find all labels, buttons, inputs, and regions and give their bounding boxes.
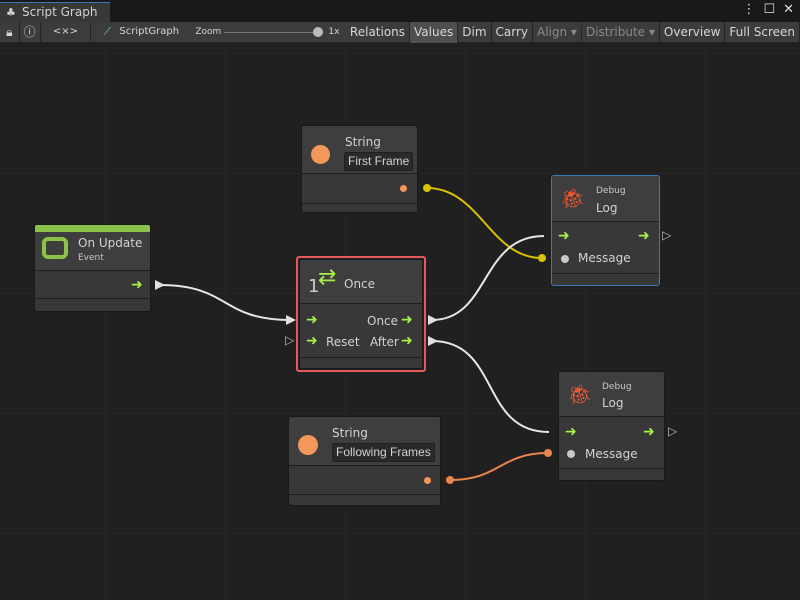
flow-output-port[interactable]: ▷: [668, 424, 678, 438]
once-icon-number: 1: [308, 276, 320, 297]
zoom-slider[interactable]: [224, 32, 320, 33]
string-value-input[interactable]: First Frame: [344, 152, 414, 171]
message-port-dot[interactable]: [561, 255, 569, 263]
bug-icon: 🐞︎: [567, 382, 593, 406]
hierarchy-icon: ♣: [6, 6, 16, 19]
flow-output-arrow-icon[interactable]: ➜: [643, 424, 655, 440]
flow-input-arrow-icon[interactable]: ➜: [306, 312, 318, 328]
once-node[interactable]: 1 ⇄ Once ➜ Once ➜ ➜ Reset After ➜: [299, 259, 423, 369]
wire-end: [446, 476, 454, 484]
string-value-input[interactable]: Following Frames: [332, 443, 435, 462]
after-output-label: After: [370, 335, 399, 349]
info-icon[interactable]: ⓘ: [20, 22, 41, 43]
variables-button[interactable]: <×>: [41, 22, 92, 43]
maximize-icon[interactable]: ☐: [763, 2, 776, 17]
cycle-icon: ⇄: [318, 265, 337, 290]
toolbar: 🔒︎ ⓘ <×> ⟋ ScriptGraph Zoom 1x Relations…: [0, 22, 800, 43]
overview-button[interactable]: Overview: [660, 22, 726, 43]
after-output-port[interactable]: [428, 336, 438, 346]
message-port-dot[interactable]: [567, 450, 575, 458]
close-icon[interactable]: ✕: [783, 2, 794, 17]
node-title: Once: [344, 277, 376, 291]
graph-icon: ⟋: [103, 25, 112, 38]
carry-button[interactable]: Carry: [492, 22, 534, 43]
tab-script-graph[interactable]: ♣Script Graph: [0, 2, 110, 22]
wire-end: [544, 449, 552, 457]
node-subtitle: Event: [78, 253, 104, 263]
wire-string-first-frame[interactable]: [426, 187, 543, 259]
node-title: On Update: [78, 236, 143, 250]
update-loop-icon: [42, 237, 68, 259]
string-node-following-frames[interactable]: String Following Frames: [288, 416, 441, 506]
zoom-value: 1x: [328, 27, 340, 37]
distribute-dropdown[interactable]: Distribute ▾: [582, 22, 660, 43]
wire-update-once[interactable]: [159, 284, 292, 321]
reset-input-label: Reset: [326, 335, 360, 349]
string-icon: [311, 145, 330, 164]
string-icon: [298, 435, 318, 455]
flow-input-port[interactable]: [286, 315, 296, 325]
node-category: Debug: [602, 382, 632, 392]
node-title: Log: [596, 201, 618, 215]
on-update-node[interactable]: On Update Event ➜: [34, 224, 151, 312]
relations-button[interactable]: Relations: [346, 22, 411, 43]
node-category: Debug: [596, 186, 626, 196]
message-label: Message: [578, 251, 631, 265]
wire-after-debug2[interactable]: [431, 340, 550, 433]
output-port[interactable]: [400, 185, 407, 192]
string-node-first-frame[interactable]: String First Frame: [301, 125, 418, 213]
wire-end: [423, 184, 431, 192]
flow-output-arrow-icon[interactable]: ➜: [401, 312, 413, 328]
align-dropdown[interactable]: Align ▾: [533, 22, 582, 43]
once-output-port[interactable]: [428, 315, 438, 325]
selection-outline: [296, 256, 426, 372]
wire-string-following[interactable]: [449, 452, 549, 481]
flow-output-arrow-icon[interactable]: ➜: [638, 228, 650, 244]
node-title: Log: [602, 396, 624, 410]
tab-bar: ♣Script Graph ⋮ ☐ ✕: [0, 0, 800, 22]
flow-input-arrow-icon[interactable]: ➜: [565, 424, 577, 440]
lock-icon[interactable]: 🔒︎: [0, 22, 20, 43]
once-output-label: Once: [367, 314, 399, 328]
graph-name[interactable]: ScriptGraph: [119, 26, 180, 37]
dim-button[interactable]: Dim: [458, 22, 492, 43]
debug-log-node-2[interactable]: 🐞︎ Debug Log ➜ ➜ Message: [558, 371, 665, 481]
values-button[interactable]: Values: [410, 22, 459, 43]
after-output-arrow-icon[interactable]: ➜: [401, 333, 413, 349]
zoom-slider-handle[interactable]: [313, 27, 324, 37]
debug-log-node-1[interactable]: 🐞︎ Debug Log ➜ ➜ Message: [551, 175, 660, 286]
flow-input-arrow-icon[interactable]: ➜: [558, 228, 570, 244]
kebab-icon[interactable]: ⋮: [742, 2, 756, 17]
reset-input-port[interactable]: ▷: [285, 333, 295, 347]
output-port[interactable]: [424, 477, 431, 484]
reset-input-arrow-icon[interactable]: ➜: [306, 333, 318, 349]
flow-output-arrow-icon[interactable]: ➜: [131, 277, 143, 293]
node-title: String: [332, 426, 368, 440]
zoom-label: Zoom: [195, 27, 222, 37]
flow-output-port[interactable]: ▷: [662, 228, 672, 242]
flow-output-port[interactable]: [155, 280, 165, 290]
bug-icon: 🐞︎: [560, 186, 586, 210]
wire-end: [538, 254, 546, 262]
message-label: Message: [585, 447, 638, 461]
node-title: String: [345, 135, 381, 149]
wire-once-debug1[interactable]: [431, 235, 545, 321]
graph-breadcrumb: ⟋ ScriptGraph Zoom 1x: [91, 22, 346, 43]
